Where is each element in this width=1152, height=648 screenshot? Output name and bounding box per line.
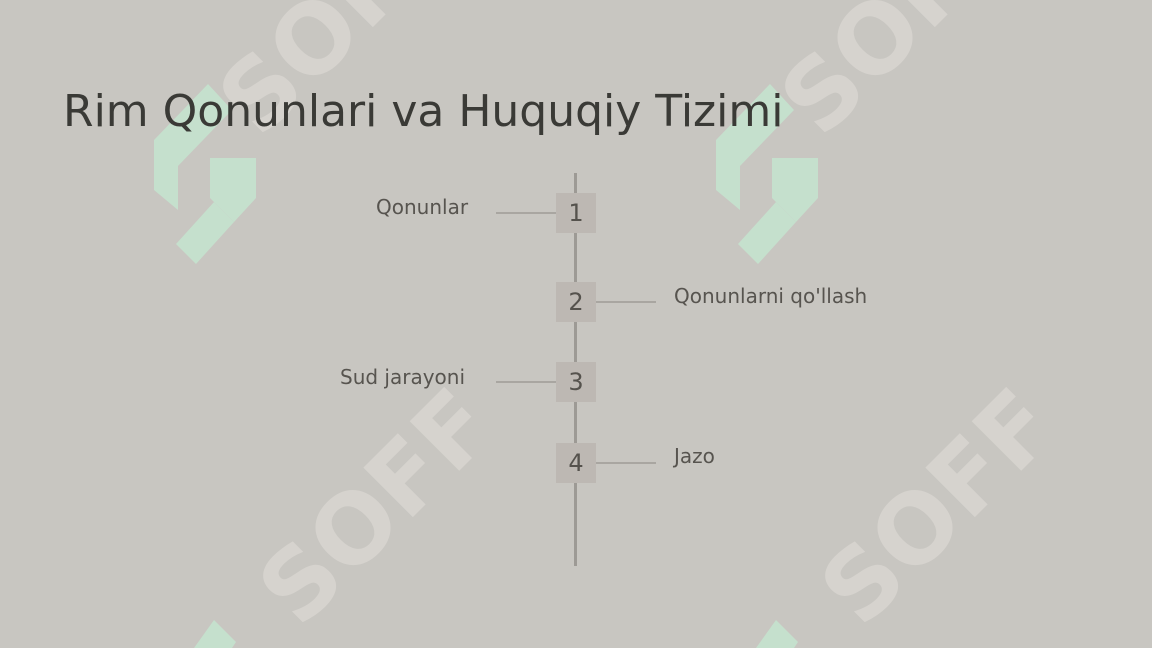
timeline-step-number: 1 [556,193,596,233]
timeline-connector [596,301,656,303]
timeline-step-number: 3 [556,362,596,402]
timeline-step-label: Qonunlar [376,195,469,219]
timeline-step-label: Sud jarayoni [340,365,466,389]
timeline-step-label: Qonunlarni qo'llash [674,284,868,308]
timeline-connector [496,212,556,214]
slide-title: Rim Qonunlari va Huquqiy Tizimi [63,86,784,137]
timeline-connector [496,381,556,383]
timeline-step-number: 4 [556,443,596,483]
watermark-text: SOFF [237,368,516,647]
soff-logo-icon [194,620,798,648]
soff-logo-icon [716,84,818,264]
watermark-text: SOFF [759,0,1038,156]
watermark-text: SOFF [799,368,1078,647]
timeline-connector [596,462,656,464]
soff-logo-icon [154,84,256,264]
timeline-step-label: Jazo [674,444,715,468]
timeline-step-number: 2 [556,282,596,322]
